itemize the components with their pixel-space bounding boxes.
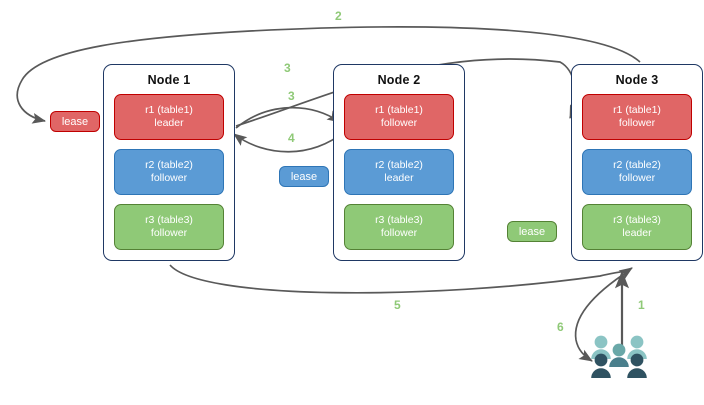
replica-role: leader <box>384 172 414 184</box>
lease-badge-green[interactable]: lease <box>507 221 557 242</box>
edge-path-5 <box>169 264 633 294</box>
replica-role: follower <box>150 172 188 184</box>
replica-name: r3 (table3) <box>375 214 423 226</box>
replica-name: r1 (table1) <box>145 104 193 116</box>
replica-node1-r1[interactable]: r1 (table1) leader <box>114 94 224 140</box>
users-group-icon <box>588 333 650 383</box>
replica-node3-r2[interactable]: r2 (table2) follower <box>582 149 692 195</box>
replica-name: r2 (table2) <box>375 159 423 171</box>
replica-role: follower <box>618 117 656 129</box>
node-title-node2: Node 2 <box>377 73 421 87</box>
replica-node2-r3[interactable]: r3 (table3) follower <box>344 204 454 250</box>
replica-role: follower <box>618 172 656 184</box>
lease-badge-red[interactable]: lease <box>50 111 100 132</box>
replica-node1-r3[interactable]: r3 (table3) follower <box>114 204 224 250</box>
node-card-node2[interactable]: Node 2 r1 (table1) follower r2 (table2) … <box>333 64 465 261</box>
replica-node2-r2[interactable]: r2 (table2) leader <box>344 149 454 195</box>
replica-name: r3 (table3) <box>613 214 661 226</box>
replica-node3-r1[interactable]: r1 (table1) follower <box>582 94 692 140</box>
edge-label-3b: 3 <box>288 89 295 103</box>
replica-role: leader <box>622 227 652 239</box>
replica-name: r1 (table1) <box>613 104 661 116</box>
node-card-node3[interactable]: Node 3 r1 (table1) follower r2 (table2) … <box>571 64 703 261</box>
replica-name: r3 (table3) <box>145 214 193 226</box>
edge-label-2: 2 <box>335 9 342 23</box>
replica-role: leader <box>154 117 184 129</box>
edge-label-1: 1 <box>638 298 645 312</box>
node-title-node3: Node 3 <box>615 73 659 87</box>
replica-role: follower <box>380 117 418 129</box>
edge-label-6: 6 <box>557 320 564 334</box>
replica-name: r2 (table2) <box>613 159 661 171</box>
replica-node1-r2[interactable]: r2 (table2) follower <box>114 149 224 195</box>
replica-node3-r3[interactable]: r3 (table3) leader <box>582 204 692 250</box>
node-title-node1: Node 1 <box>147 73 191 87</box>
lease-badge-blue[interactable]: lease <box>279 166 329 187</box>
node-card-node1[interactable]: Node 1 r1 (table1) leader r2 (table2) fo… <box>103 64 235 261</box>
replica-name: r2 (table2) <box>145 159 193 171</box>
replica-role: follower <box>380 227 418 239</box>
replica-node2-r1[interactable]: r1 (table1) follower <box>344 94 454 140</box>
edge-label-5: 5 <box>394 298 401 312</box>
edge-label-4: 4 <box>288 131 295 145</box>
replica-role: follower <box>150 227 188 239</box>
edge-label-3a: 3 <box>284 61 291 75</box>
replica-name: r1 (table1) <box>375 104 423 116</box>
edge-path-3-lower <box>235 106 341 129</box>
